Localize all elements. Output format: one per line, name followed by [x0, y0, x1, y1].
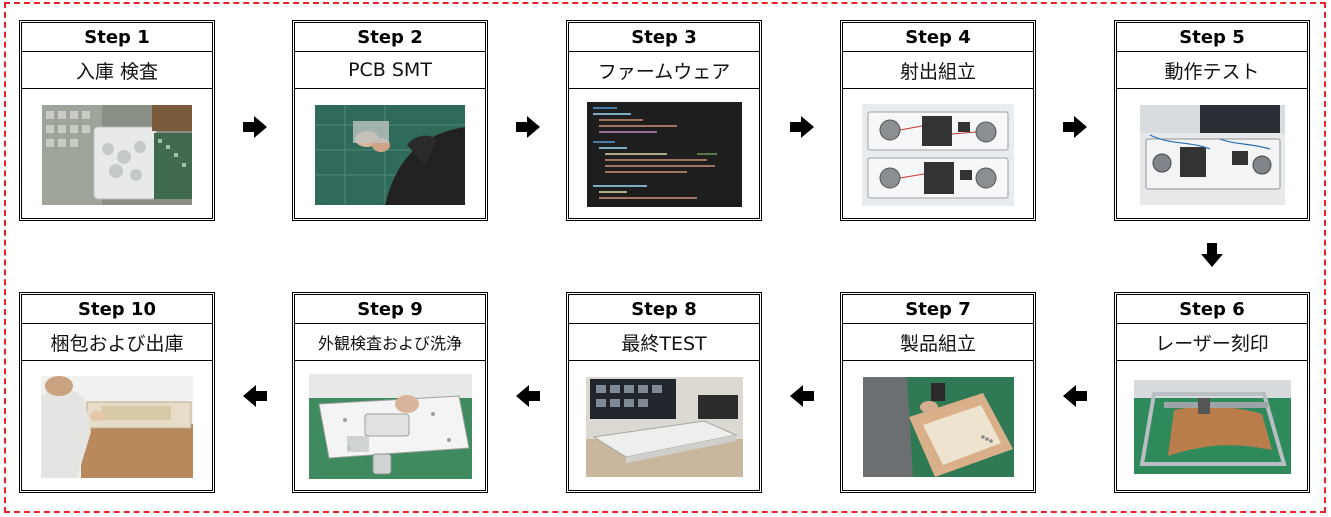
step-2-label: Step 2 — [295, 23, 485, 52]
arrow-down-icon — [1201, 243, 1223, 267]
process-flow-frame — [4, 2, 1326, 513]
packing-shipping-photo — [41, 375, 193, 478]
step-8-name: 最終TEST — [569, 324, 759, 361]
step-1-label: Step 1 — [22, 23, 212, 52]
arrow-left-icon — [790, 385, 814, 407]
step-1-name: 入庫 検査 — [22, 52, 212, 89]
step-7-name: 製品組立 — [843, 324, 1033, 361]
incoming-inspection-photo — [42, 104, 192, 205]
step-9-label: Step 9 — [295, 295, 485, 324]
step-10-box: Step 10 梱包および出庫 — [19, 292, 215, 493]
arrow-left-icon — [1063, 385, 1087, 407]
step-5-label: Step 5 — [1117, 23, 1307, 52]
step-5-name: 動作テスト — [1117, 52, 1307, 89]
firmware-code-photo — [586, 102, 742, 207]
operation-test-photo — [1139, 104, 1285, 205]
step-10-name: 梱包および出庫 — [22, 324, 212, 361]
injection-assembly-photo — [862, 103, 1014, 206]
step-5-box: Step 5 動作テスト — [1114, 20, 1310, 221]
step-9-box: Step 9 外観検査および洗浄 — [292, 292, 488, 493]
step-7-box: Step 7 製品組立 — [840, 292, 1036, 493]
step-8-label: Step 8 — [569, 295, 759, 324]
arrow-left-icon — [516, 385, 540, 407]
step-10-label: Step 10 — [22, 295, 212, 324]
step-8-box: Step 8 最終TEST — [566, 292, 762, 493]
laser-engraving-photo — [1133, 379, 1291, 474]
step-7-label: Step 7 — [843, 295, 1033, 324]
step-6-box: Step 6 レーザー刻印 — [1114, 292, 1310, 493]
pcb-smt-photo — [315, 104, 465, 205]
step-3-label: Step 3 — [569, 23, 759, 52]
step-6-name: レーザー刻印 — [1117, 324, 1307, 361]
arrow-right-icon — [790, 116, 814, 138]
arrow-right-icon — [1063, 116, 1087, 138]
arrow-right-icon — [243, 116, 267, 138]
step-3-name: ファームウェア — [569, 52, 759, 89]
step-4-box: Step 4 射出組立 — [840, 20, 1036, 221]
step-6-label: Step 6 — [1117, 295, 1307, 324]
step-9-name: 外観検査および洗浄 — [295, 324, 485, 361]
step-1-box: Step 1 入庫 検査 — [19, 20, 215, 221]
product-assembly-photo — [862, 376, 1014, 477]
visual-inspection-cleaning-photo — [308, 374, 472, 479]
step-4-label: Step 4 — [843, 23, 1033, 52]
step-2-box: Step 2 PCB SMT — [292, 20, 488, 221]
step-4-name: 射出組立 — [843, 52, 1033, 89]
step-3-box: Step 3 ファームウェア — [566, 20, 762, 221]
step-2-name: PCB SMT — [295, 52, 485, 89]
final-test-photo — [585, 376, 743, 477]
arrow-right-icon — [516, 116, 540, 138]
arrow-left-icon — [243, 385, 267, 407]
